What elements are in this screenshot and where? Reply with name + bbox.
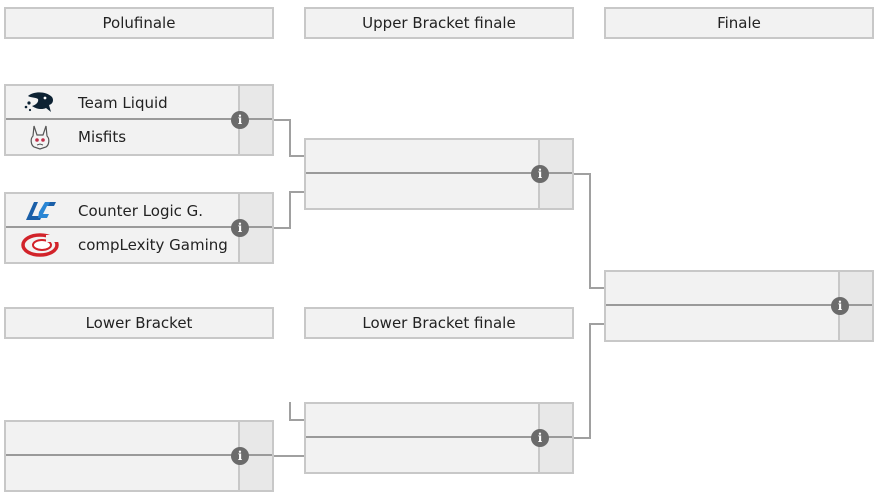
team-row-team-liquid[interactable]: Team Liquid <box>6 86 272 120</box>
header-lower-bracket-label: Lower Bracket <box>85 314 193 332</box>
team-name-2: Misfits <box>78 128 127 146</box>
score-cell <box>838 306 872 340</box>
team-row-empty[interactable] <box>606 272 872 306</box>
info-icon[interactable]: i <box>231 219 249 237</box>
header-upper-bracket-finale-label: Upper Bracket finale <box>362 14 516 32</box>
info-icon[interactable]: i <box>831 297 849 315</box>
match-upper-bracket-final[interactable] <box>304 138 574 210</box>
team-name-4: compLexity Gaming <box>78 236 228 254</box>
header-upper-bracket-finale: Upper Bracket finale <box>304 7 574 39</box>
header-lower-bracket: Lower Bracket <box>4 307 274 339</box>
info-icon[interactable]: i <box>231 447 249 465</box>
header-lower-bracket-finale-label: Lower Bracket finale <box>362 314 516 332</box>
match-lower-bracket-final[interactable] <box>304 402 574 474</box>
header-polufinale-label: Polufinale <box>102 14 176 32</box>
info-icon[interactable]: i <box>231 111 249 129</box>
counter-logic-gaming-logo <box>26 202 56 220</box>
header-lower-bracket-finale: Lower Bracket finale <box>304 307 574 339</box>
complexity-gaming-logo <box>21 233 59 257</box>
header-finale: Finale <box>604 7 874 39</box>
team-name-3: Counter Logic G. <box>78 202 204 220</box>
score-cell <box>538 140 572 172</box>
team-row-empty[interactable] <box>606 306 872 340</box>
team-row-misfits[interactable]: Misfits <box>6 120 272 154</box>
team-row-complexity-gaming[interactable]: compLexity Gaming <box>6 228 272 262</box>
header-finale-label: Finale <box>717 14 761 32</box>
connector-upper-final <box>574 173 604 289</box>
match-finale[interactable] <box>604 270 874 342</box>
match-semifinal-2[interactable]: Counter Logic G. compLexity Gaming <box>4 192 274 264</box>
misfits-logo <box>30 125 50 150</box>
connector-lower-final <box>574 323 604 439</box>
team-liquid-logo <box>24 92 53 112</box>
connector-semi1 <box>274 119 304 157</box>
team-row-empty[interactable] <box>6 422 272 456</box>
connector-semi2 <box>274 191 304 229</box>
info-icon[interactable]: i <box>531 429 549 447</box>
team-row-counter-logic-gaming[interactable]: Counter Logic G. <box>6 194 272 228</box>
team-row-empty[interactable] <box>306 140 572 174</box>
team-name-1: Team Liquid <box>78 94 168 112</box>
match-semifinal-1[interactable]: Team Liquid Misfits <box>4 84 274 156</box>
header-polufinale: Polufinale <box>4 7 274 39</box>
info-icon[interactable]: i <box>531 165 549 183</box>
connector-lower-stub <box>289 402 304 421</box>
